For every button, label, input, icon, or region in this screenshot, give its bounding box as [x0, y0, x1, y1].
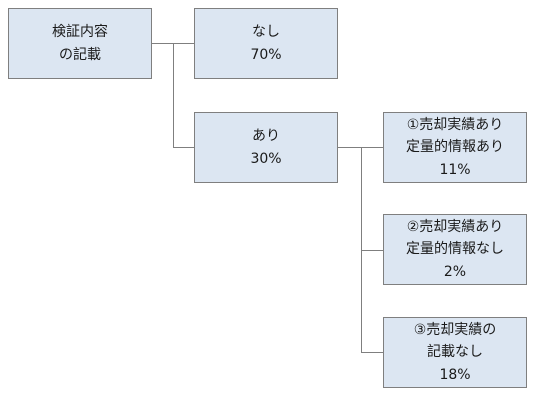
connector-to-sub3: [361, 352, 383, 353]
connector-root-trunk: [173, 43, 174, 148]
node-percent: 30%: [250, 150, 282, 167]
node-sales-without-quant: ②売却実績あり 定量的情報なし 2%: [383, 214, 527, 285]
node-label-line: あり: [252, 128, 280, 145]
node-verification-content: 検証内容 の記載: [8, 8, 152, 79]
connector-to-sub2: [361, 250, 383, 251]
node-none: なし 70%: [194, 8, 338, 79]
connector-to-nashi: [173, 43, 194, 44]
connector-root-out: [152, 43, 174, 44]
node-sales-with-quant: ①売却実績あり 定量的情報あり 11%: [383, 112, 527, 183]
node-label-line: ②売却実績あり: [406, 218, 504, 235]
node-percent: 2%: [443, 263, 467, 280]
node-percent: 11%: [439, 161, 471, 178]
node-label-line: の記載: [59, 46, 101, 63]
node-label-line: 記載なし: [427, 344, 483, 361]
node-percent: 18%: [439, 366, 471, 383]
node-no-sales-record: ③売却実績の 記載なし 18%: [383, 317, 527, 388]
connector-ari-out: [338, 147, 361, 148]
node-label-line: 定量的情報あり: [406, 139, 504, 156]
node-percent: 70%: [250, 46, 282, 63]
node-present: あり 30%: [194, 112, 338, 183]
node-label-line: 定量的情報なし: [406, 241, 504, 258]
connector-to-sub1: [361, 147, 383, 148]
node-label-line: なし: [252, 24, 280, 41]
node-label-line: ①売却実績あり: [406, 116, 504, 133]
node-label-line: 検証内容: [52, 24, 108, 41]
connector-to-ari: [173, 147, 194, 148]
node-label-line: ③売却実績の: [413, 321, 497, 338]
